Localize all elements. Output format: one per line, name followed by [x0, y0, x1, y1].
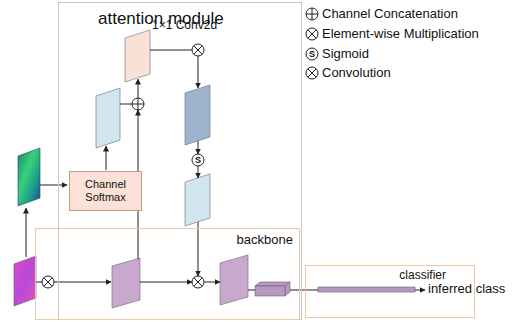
symbol-letter: S [195, 156, 201, 165]
operator-symbol [192, 276, 204, 288]
heatmap-image [18, 148, 40, 206]
legend-symbols [306, 8, 318, 79]
flow-line [198, 222, 199, 276]
operation-label: 1×1 Conv2d [152, 19, 217, 31]
operator-symbol [194, 46, 202, 54]
flow-line [140, 282, 192, 283]
region-box: backbone [35, 228, 300, 320]
feature-map [112, 258, 140, 308]
input-image [14, 256, 36, 306]
operator-symbol [44, 278, 52, 286]
legend-symbol [306, 28, 318, 40]
feature-map [185, 174, 210, 226]
flow-line [106, 146, 107, 170]
flow-line [40, 185, 67, 186]
legend-symbol [306, 48, 318, 60]
flow-line [198, 141, 199, 154]
legend-text: Convolution [322, 65, 391, 81]
box-text: Channel Softmax [70, 178, 141, 203]
legend-symbol [306, 8, 318, 20]
flow-line [138, 79, 139, 98]
symbol-letter: S [309, 50, 315, 59]
operator-symbol [42, 44, 204, 288]
flow-line [198, 56, 199, 88]
flow-line [290, 290, 300, 291]
operator-symbol [132, 98, 144, 110]
legend-symbol [308, 69, 316, 77]
feature-map [125, 30, 150, 82]
process-box: Channel Softmax [69, 171, 142, 211]
legend-text: Element-wise Multiplication [322, 26, 479, 42]
feature-map [220, 255, 248, 305]
feature-vector [255, 282, 290, 296]
legend-symbol [306, 67, 318, 79]
input-image [14, 256, 36, 306]
feature-map [96, 30, 248, 308]
operator-symbol [132, 98, 144, 110]
feature-vector [285, 282, 290, 296]
operator-symbol [194, 278, 202, 286]
legend-text: Channel Concatenation [322, 6, 458, 22]
legend-symbol [306, 8, 318, 20]
legend-symbol [308, 30, 316, 38]
flow-line [36, 282, 42, 283]
feature-vector [255, 286, 285, 296]
flow-line [305, 290, 318, 291]
flow-line [26, 50, 425, 290]
flow-line [150, 50, 192, 51]
module-box: attention moduleChannel Softmax [58, 2, 302, 320]
operator-symbol [192, 154, 204, 166]
operator-symbol [42, 276, 54, 288]
feature-vector [255, 282, 290, 286]
flow-line [120, 104, 132, 105]
flow-line [26, 208, 27, 257]
heatmap-image [18, 148, 40, 206]
region-title: classifier [399, 269, 446, 283]
flow-line [415, 290, 425, 291]
classifier-bar [318, 287, 415, 292]
legend-text: Sigmoid [322, 46, 369, 62]
feature-map [96, 88, 120, 148]
flow-line [204, 282, 220, 283]
flow-line [54, 282, 111, 283]
classifier-bar [318, 287, 415, 292]
output-label: inferred class [428, 282, 505, 295]
feature-map [185, 85, 210, 145]
operator-symbol [192, 44, 204, 56]
flow-line [248, 290, 255, 291]
region-title: backbone [237, 233, 293, 248]
flow-line [198, 166, 199, 178]
